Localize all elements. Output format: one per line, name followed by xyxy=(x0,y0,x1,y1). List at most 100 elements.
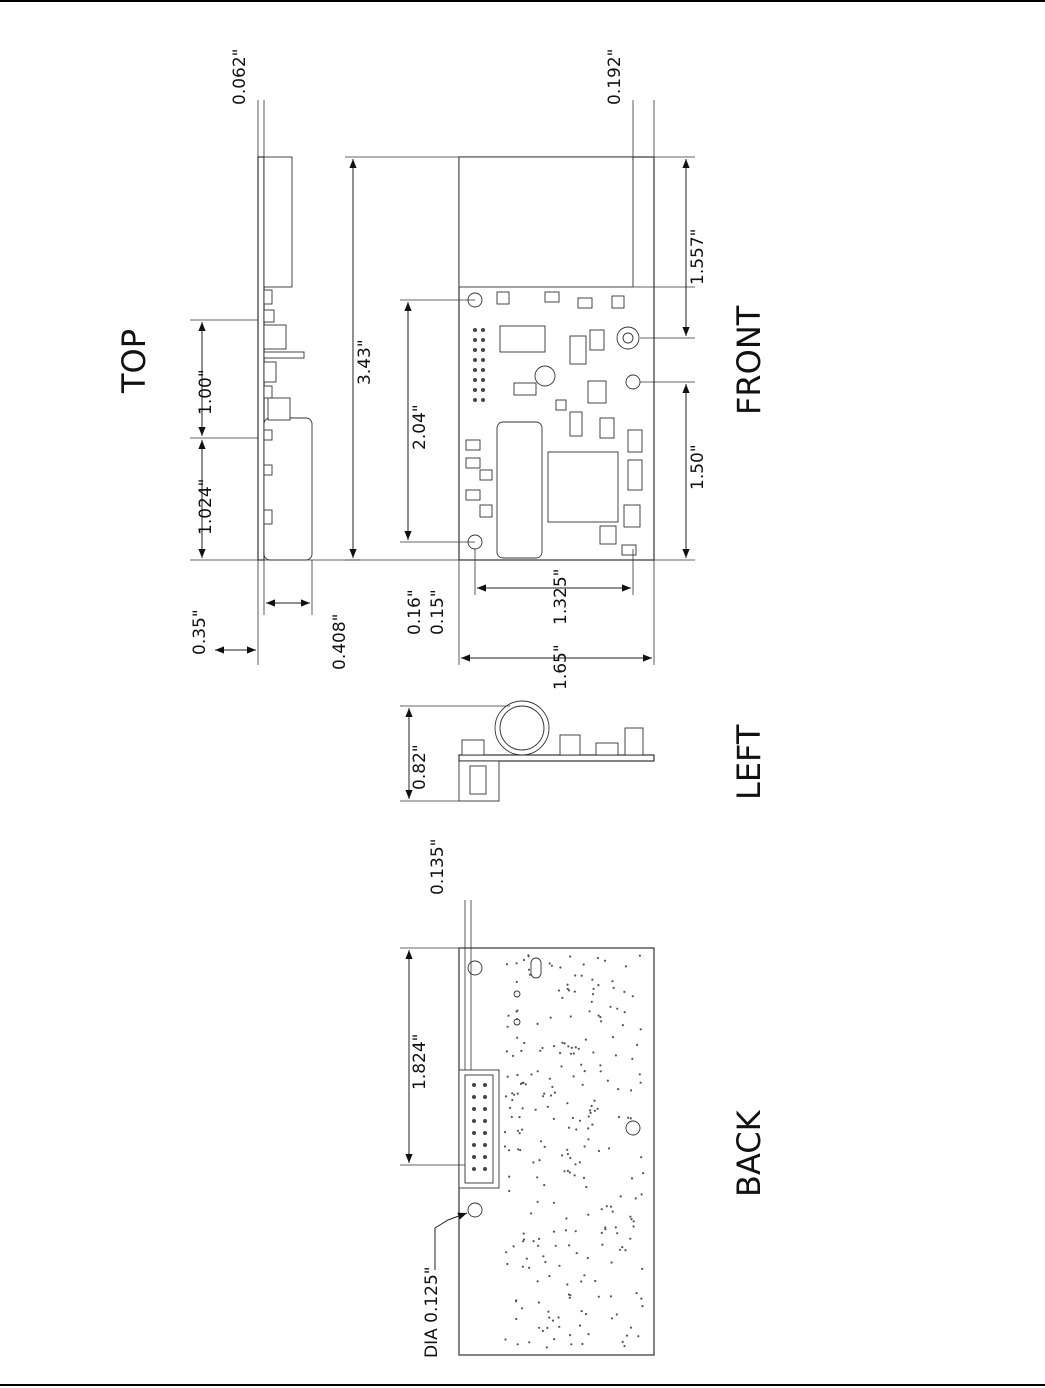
via-dot xyxy=(535,1109,537,1111)
via-dot xyxy=(608,1147,610,1149)
via-dot xyxy=(590,1112,592,1114)
via-dot xyxy=(504,1338,506,1340)
via-dot xyxy=(629,1216,631,1218)
via-dot xyxy=(572,1117,574,1119)
via-dot xyxy=(616,1313,618,1315)
via-dot xyxy=(568,1127,570,1129)
via-dot xyxy=(546,1346,548,1348)
via-dot xyxy=(569,1334,571,1336)
via-dot xyxy=(519,1149,521,1151)
via-dot xyxy=(507,1015,509,1017)
via-dot xyxy=(581,1343,583,1345)
via-dot xyxy=(508,1149,510,1151)
via-dot xyxy=(593,1100,595,1102)
via-dot xyxy=(523,959,525,961)
via-dot xyxy=(631,1177,633,1179)
via-dot xyxy=(573,1075,575,1077)
via-dot xyxy=(532,1161,534,1163)
via-dot xyxy=(528,969,530,971)
dim-1-50: 1.50" xyxy=(688,444,708,490)
via-dot xyxy=(579,1325,581,1327)
via-dot xyxy=(574,991,576,993)
dim-0-135: 0.135" xyxy=(428,839,448,896)
via-dot xyxy=(569,1157,571,1159)
dim-1-00: 1.00" xyxy=(196,369,216,415)
via-dot xyxy=(548,1317,550,1319)
via-dot xyxy=(611,1261,613,1263)
via-dot xyxy=(639,955,641,957)
via-dot xyxy=(593,988,595,990)
via-dot xyxy=(633,1220,635,1222)
via-dot xyxy=(561,997,563,999)
via-dot xyxy=(520,1050,522,1052)
back-view-mounting-hole-3 xyxy=(626,1121,640,1135)
via-dot xyxy=(610,1295,612,1297)
via-dot xyxy=(511,1092,513,1094)
via-dot xyxy=(542,1095,544,1097)
via-dot xyxy=(570,1343,572,1345)
via-dot xyxy=(558,989,560,991)
via-dot xyxy=(612,1036,614,1038)
via-dot xyxy=(625,965,627,967)
via-dot xyxy=(537,1070,539,1072)
dim-1-557: 1.557" xyxy=(688,229,708,286)
via-dot xyxy=(507,1026,509,1028)
via-dot xyxy=(566,1283,568,1285)
via-dot xyxy=(528,955,530,957)
via-dot xyxy=(554,1092,556,1094)
via-dot xyxy=(581,975,583,977)
via-dot xyxy=(585,1313,587,1315)
via-dot xyxy=(504,1131,506,1133)
via-dot xyxy=(641,1305,643,1307)
via-dot xyxy=(533,1240,535,1242)
via-dot xyxy=(589,1109,591,1111)
via-dot xyxy=(618,1116,620,1118)
via-dot xyxy=(516,1037,518,1039)
via-dot xyxy=(560,1065,562,1067)
via-dot xyxy=(621,1246,623,1248)
via-dot xyxy=(523,1042,525,1044)
via-dot xyxy=(591,1001,593,1003)
left-view-antenna-connector xyxy=(625,728,643,755)
via-dot xyxy=(553,1231,555,1233)
via-dot xyxy=(528,1267,530,1269)
via-dot xyxy=(547,1311,549,1313)
via-dot xyxy=(564,1042,566,1044)
via-dot xyxy=(598,1150,600,1152)
via-dot xyxy=(511,1099,513,1101)
via-dot xyxy=(522,1266,524,1268)
via-dot xyxy=(632,995,634,997)
via-dot xyxy=(544,1261,546,1263)
via-dot xyxy=(517,1093,519,1095)
via-dot xyxy=(583,1177,585,1179)
via-dot xyxy=(567,1045,569,1047)
via-dot xyxy=(597,984,599,986)
via-dot xyxy=(601,1232,603,1234)
via-dot xyxy=(558,1265,560,1267)
via-dot xyxy=(631,1058,633,1060)
via-dot xyxy=(585,1039,587,1041)
via-dot xyxy=(523,1238,525,1240)
via-dot xyxy=(630,1218,632,1220)
dim-0-82: 0.82" xyxy=(410,744,430,790)
via-dot xyxy=(507,1076,509,1078)
via-dot xyxy=(509,1107,511,1109)
back-view-mounting-hole-2 xyxy=(468,1203,482,1217)
via-dot xyxy=(569,1294,571,1296)
via-dot xyxy=(576,1252,578,1254)
via-dot xyxy=(617,1088,619,1090)
left-view-board xyxy=(459,755,654,761)
via-dot xyxy=(516,1010,518,1012)
via-dot xyxy=(511,1116,513,1118)
back-view-mounting-hole-1 xyxy=(468,961,482,975)
via-dot xyxy=(594,1110,596,1112)
via-dot xyxy=(583,1274,585,1276)
via-dot xyxy=(543,1093,545,1095)
dim-1-824: 1.824" xyxy=(410,1034,430,1091)
via-dot xyxy=(597,1108,599,1110)
via-dot xyxy=(565,1217,567,1219)
via-dot xyxy=(516,1074,518,1076)
via-dot xyxy=(591,1124,593,1126)
via-dot xyxy=(615,1054,617,1056)
